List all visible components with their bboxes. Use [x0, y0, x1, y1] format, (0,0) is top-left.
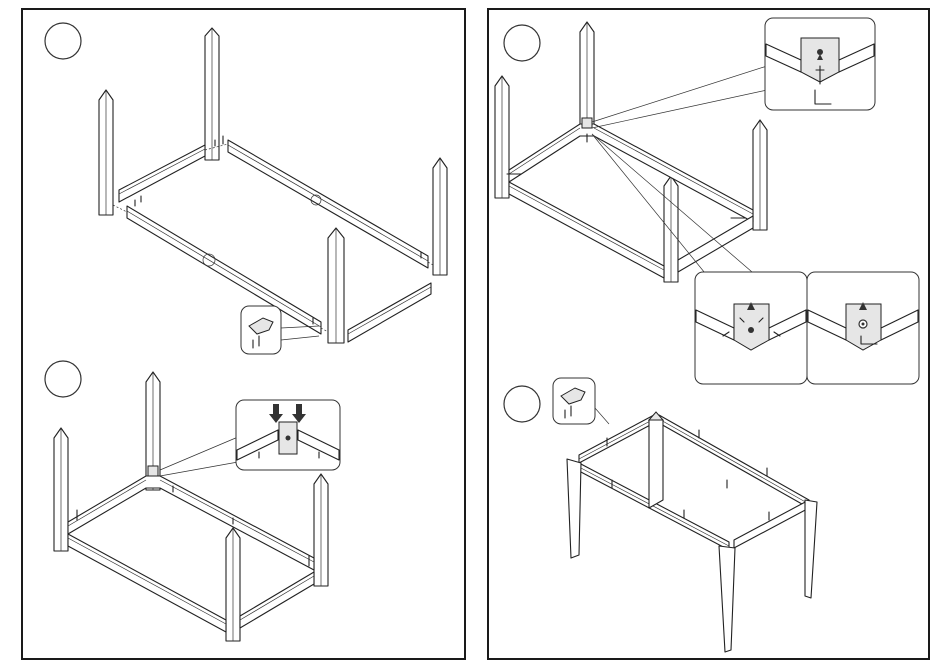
leg-back-left-4: [649, 420, 663, 508]
step-4-finished-frame: [567, 412, 817, 652]
corner-bracket-3: [582, 118, 592, 128]
corner-bracket-2: [148, 466, 158, 476]
leg-back-right-4: [805, 500, 817, 598]
assembly-page-right: [487, 8, 930, 660]
step-2-marker: [45, 361, 81, 397]
step-3-marker: [504, 25, 540, 61]
step-1-exploded-frame: [99, 28, 447, 343]
step-1-marker: [45, 23, 81, 59]
rail-front-long-2: [68, 534, 226, 632]
step-2-detail-callout: [160, 400, 340, 476]
leg-front-left-4: [567, 459, 581, 558]
hand-tighten-callout-4: [553, 378, 609, 424]
rail-short-back: [119, 145, 205, 202]
rail-short-front: [348, 283, 431, 342]
step-3-frame: [495, 22, 767, 282]
step-3-detail-callout-top: [592, 18, 875, 128]
rail-long-front: [127, 206, 321, 334]
leg-front-right-4: [719, 546, 735, 652]
rail-front-short-2: [240, 572, 314, 628]
step-4-marker: [504, 386, 540, 422]
right-page-drawing: [489, 10, 932, 662]
left-page-drawing: [23, 10, 468, 662]
assembly-page-left: [21, 8, 466, 660]
